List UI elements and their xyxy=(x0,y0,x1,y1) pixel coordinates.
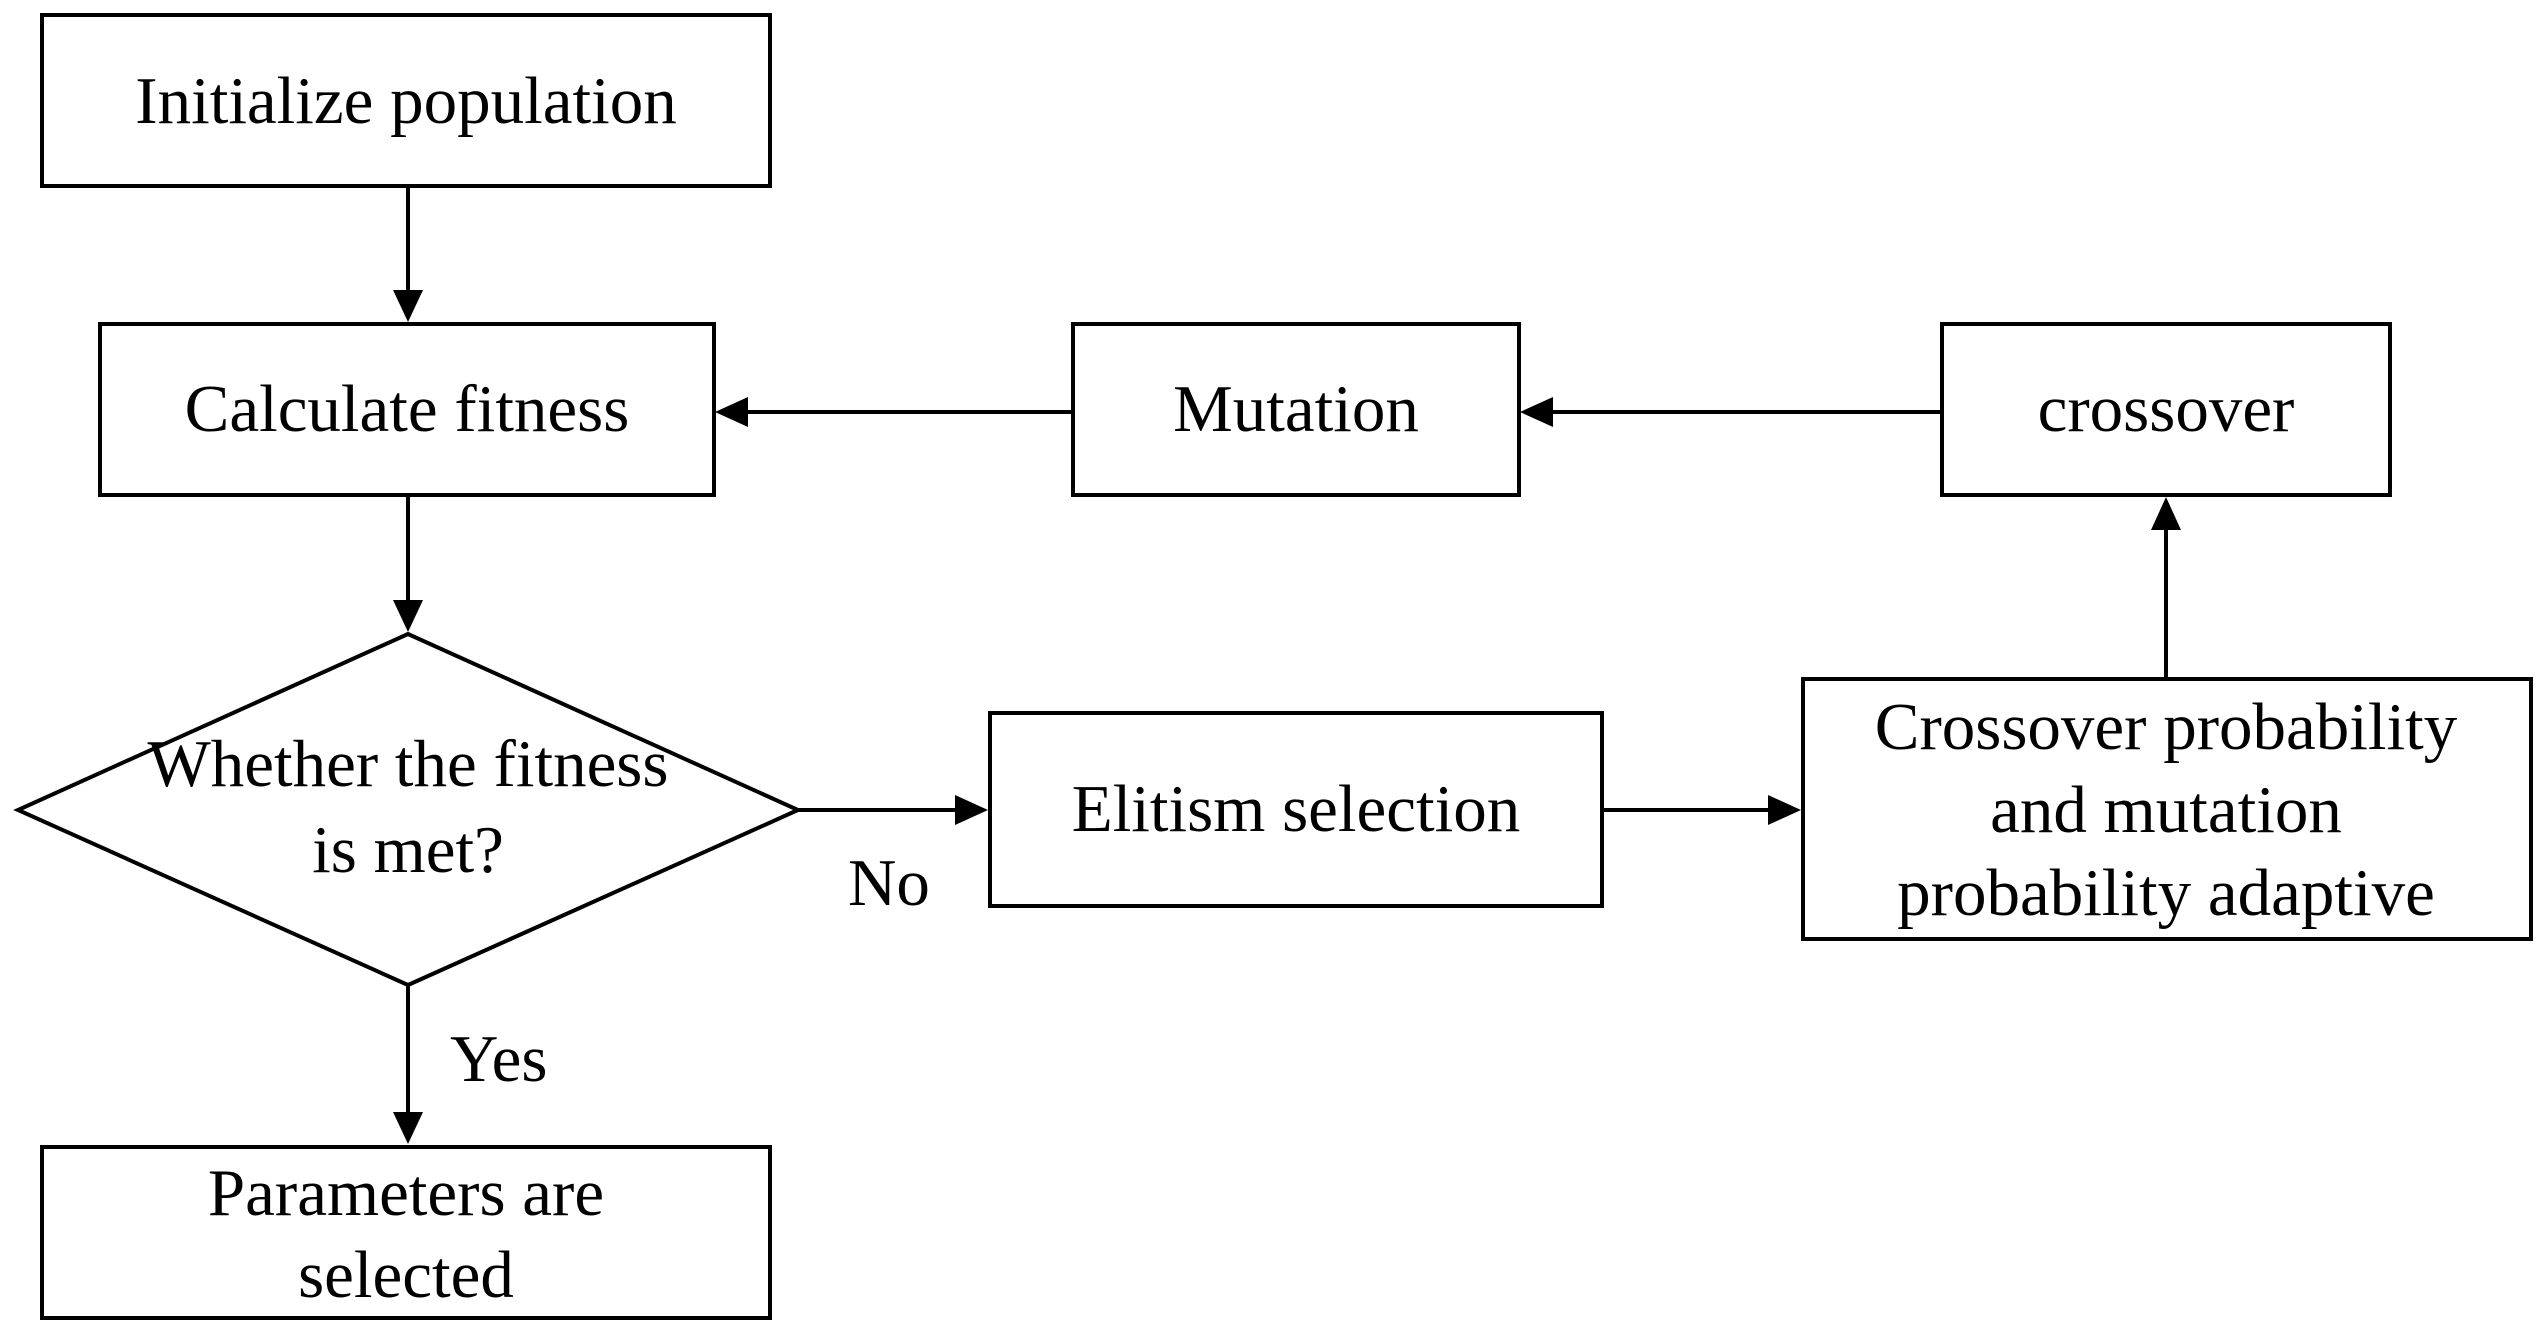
edges xyxy=(393,187,2181,1144)
node-adaptive-probability: Crossover probability and mutation proba… xyxy=(1801,677,2533,941)
node-label-line-1: Whether the fitness xyxy=(148,727,669,801)
node-initialize-population: Initialize population xyxy=(40,13,772,188)
node-label-line-2: selected xyxy=(298,1238,514,1312)
node-label-line-1: Parameters are xyxy=(208,1156,604,1230)
edge-elitism-to-adaptive xyxy=(1603,795,1801,825)
node-label: Mutation xyxy=(1173,372,1419,446)
edge-fitness-to-decision xyxy=(393,496,423,632)
edge-mutation-to-fitness xyxy=(715,397,1072,427)
edge-decision-to-selected xyxy=(393,985,423,1144)
edge-adaptive-to-crossover xyxy=(2151,497,2181,677)
edge-decision-to-elitism xyxy=(796,795,988,825)
node-label-line-2: is met? xyxy=(312,813,504,887)
edge-label-yes: Yes xyxy=(450,1022,548,1096)
edge-label-no: No xyxy=(848,846,930,920)
node-label-line-1: Crossover probability xyxy=(1875,690,2458,764)
node-label: Initialize population xyxy=(135,64,676,138)
edge-init-to-fitness xyxy=(393,187,423,322)
node-parameters-selected: Parameters are selected xyxy=(40,1145,772,1320)
node-label: Calculate fitness xyxy=(185,372,630,446)
node-label: Elitism selection xyxy=(1072,772,1520,846)
node-decision-fitness-met: Whether the fitness is met? xyxy=(13,631,803,988)
node-label-line-2: and mutation xyxy=(1990,773,2342,847)
node-elitism-selection: Elitism selection xyxy=(988,711,1604,908)
edge-crossover-to-mutation xyxy=(1520,397,1940,427)
node-crossover: crossover xyxy=(1940,322,2392,497)
node-label: crossover xyxy=(2038,372,2295,446)
node-mutation: Mutation xyxy=(1071,322,1521,497)
node-label-line-3: probability adaptive xyxy=(1897,856,2435,930)
node-calculate-fitness: Calculate fitness xyxy=(98,322,716,497)
